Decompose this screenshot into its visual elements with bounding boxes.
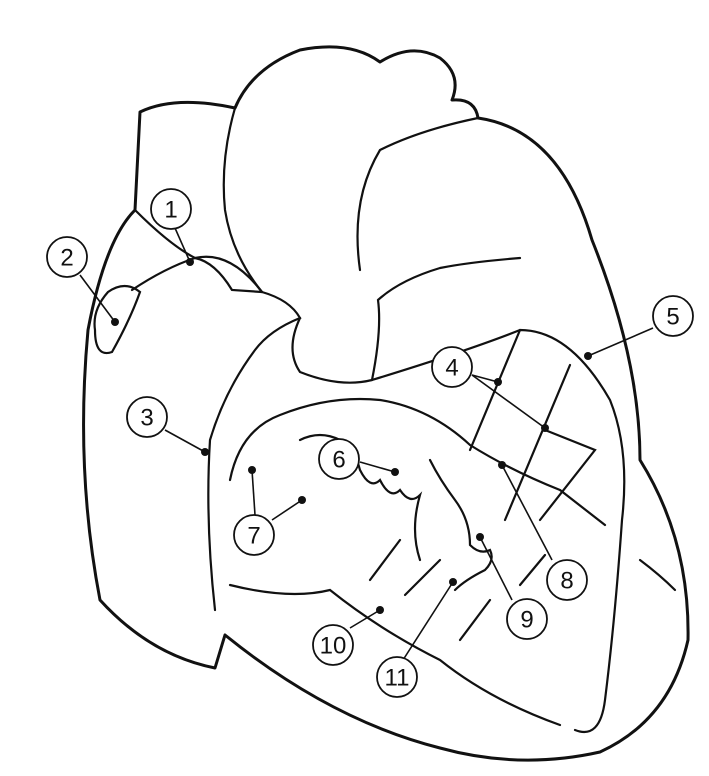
left-atrium: [356, 116, 480, 272]
callout-1: 1: [150, 188, 192, 230]
bundle-of-his: [468, 328, 522, 452]
leader-5: [587, 327, 654, 357]
callout-4: 4: [431, 346, 473, 388]
callout-label: 10: [320, 633, 347, 660]
leader-dot-3: [201, 448, 209, 456]
tricuspid-valve: [298, 433, 423, 562]
pulmonary-trunk: [291, 256, 522, 384]
leader-8: [501, 464, 553, 561]
heart-outline: [82, 45, 690, 762]
callout-9: 9: [506, 598, 548, 640]
leader-dot-10: [376, 606, 384, 614]
leader-dot-1: [186, 258, 194, 266]
leader-dot-6: [391, 468, 399, 476]
right-bundle-branch: [538, 428, 597, 522]
callout-label: 4: [445, 355, 458, 382]
purkinje-fiber-4: [638, 558, 677, 592]
leader-dot-2: [111, 318, 119, 326]
callout-8: 8: [546, 559, 588, 601]
callout-label: 8: [560, 568, 573, 595]
leader-dot-8: [498, 461, 506, 469]
leader-1: [174, 227, 191, 263]
leader-dot-7b: [298, 496, 306, 504]
ventricle-inner-wall: [370, 328, 626, 733]
callout-label: 2: [60, 245, 73, 272]
callout-10: 10: [312, 624, 354, 666]
callout-5: 5: [652, 295, 694, 337]
callout-6: 6: [318, 438, 360, 480]
callout-3: 3: [126, 396, 168, 438]
callout-label: 5: [666, 304, 679, 331]
purkinje-fiber-5: [518, 553, 547, 587]
purkinje-fiber-1: [403, 558, 442, 597]
leader-11: [402, 581, 454, 661]
callout-2: 2: [46, 236, 88, 278]
leader-6: [359, 461, 396, 473]
leader-7b: [271, 499, 303, 521]
left-bundle-branch: [503, 363, 572, 522]
leader-2: [79, 274, 116, 323]
purkinje-fiber-2: [368, 538, 402, 582]
aorta: [222, 106, 264, 294]
leader-10: [349, 609, 381, 629]
leader-7a: [251, 469, 256, 516]
callout-11: 11: [376, 656, 418, 698]
septum-lower: [228, 583, 562, 727]
callout-label: 1: [164, 197, 177, 224]
callout-7: 7: [233, 514, 275, 556]
leader-dot-9: [476, 533, 484, 541]
leader-9: [479, 536, 513, 601]
purkinje-fiber-3: [458, 598, 492, 642]
leader-4b: [471, 374, 546, 429]
callout-label: 11: [385, 665, 410, 692]
callout-label: 9: [520, 607, 533, 634]
leader-dot-7a: [248, 466, 256, 474]
leader-dot-4b: [541, 424, 549, 432]
leader-dot-4a: [494, 378, 502, 386]
leader-4a: [471, 374, 499, 383]
mitral-valve: [428, 458, 493, 592]
leader-dot-11: [449, 578, 457, 586]
leader-3: [164, 429, 206, 453]
callout-label: 3: [140, 405, 153, 432]
callout-label: 6: [332, 447, 345, 474]
callout-label: 7: [247, 523, 260, 550]
sinoatrial-pathway: [130, 256, 264, 294]
leader-dot-5: [584, 352, 592, 360]
